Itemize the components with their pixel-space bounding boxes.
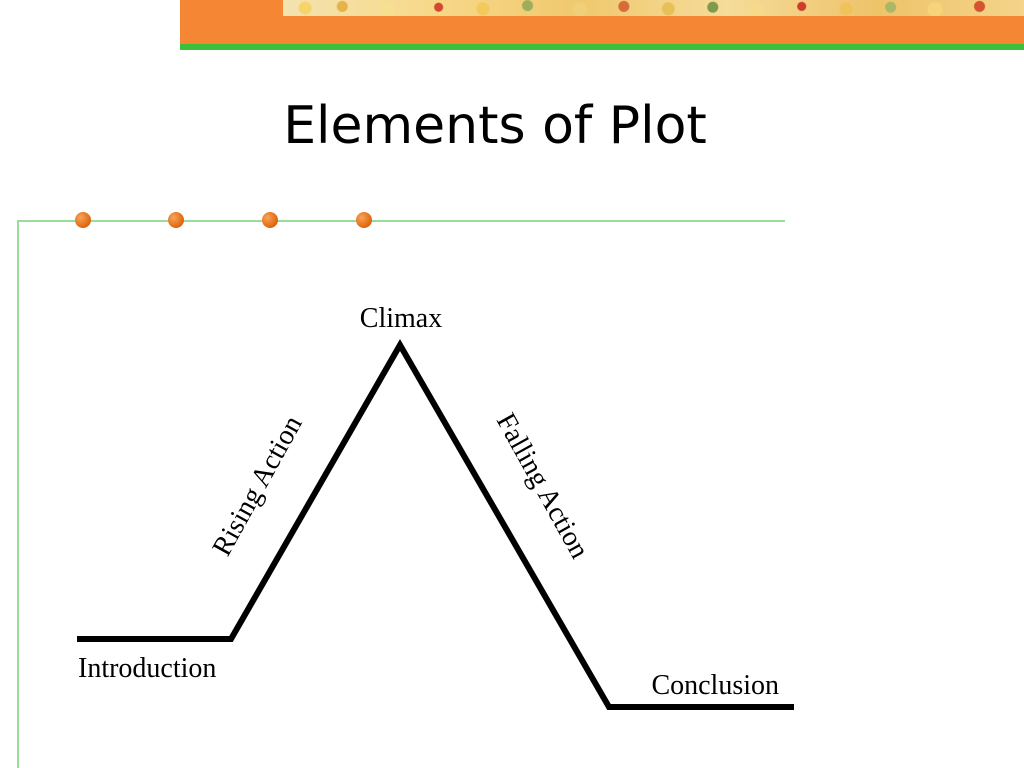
label-rising-action: Rising Action [206,411,308,561]
label-introduction: Introduction [78,653,216,684]
header-green-stripe [180,44,1024,50]
label-conclusion: Conclusion [651,670,779,701]
decorative-dot [168,212,184,228]
decorative-dot [262,212,278,228]
slide-title: Elements of Plot [283,96,707,156]
frame-left-line [17,220,19,768]
plot-line [77,338,794,710]
frame-top-line [17,220,785,222]
label-falling-action: Falling Action [490,408,595,564]
label-climax: Climax [360,303,442,334]
header-floral-image [283,0,1024,16]
decorative-dot [356,212,372,228]
decorative-dot [75,212,91,228]
